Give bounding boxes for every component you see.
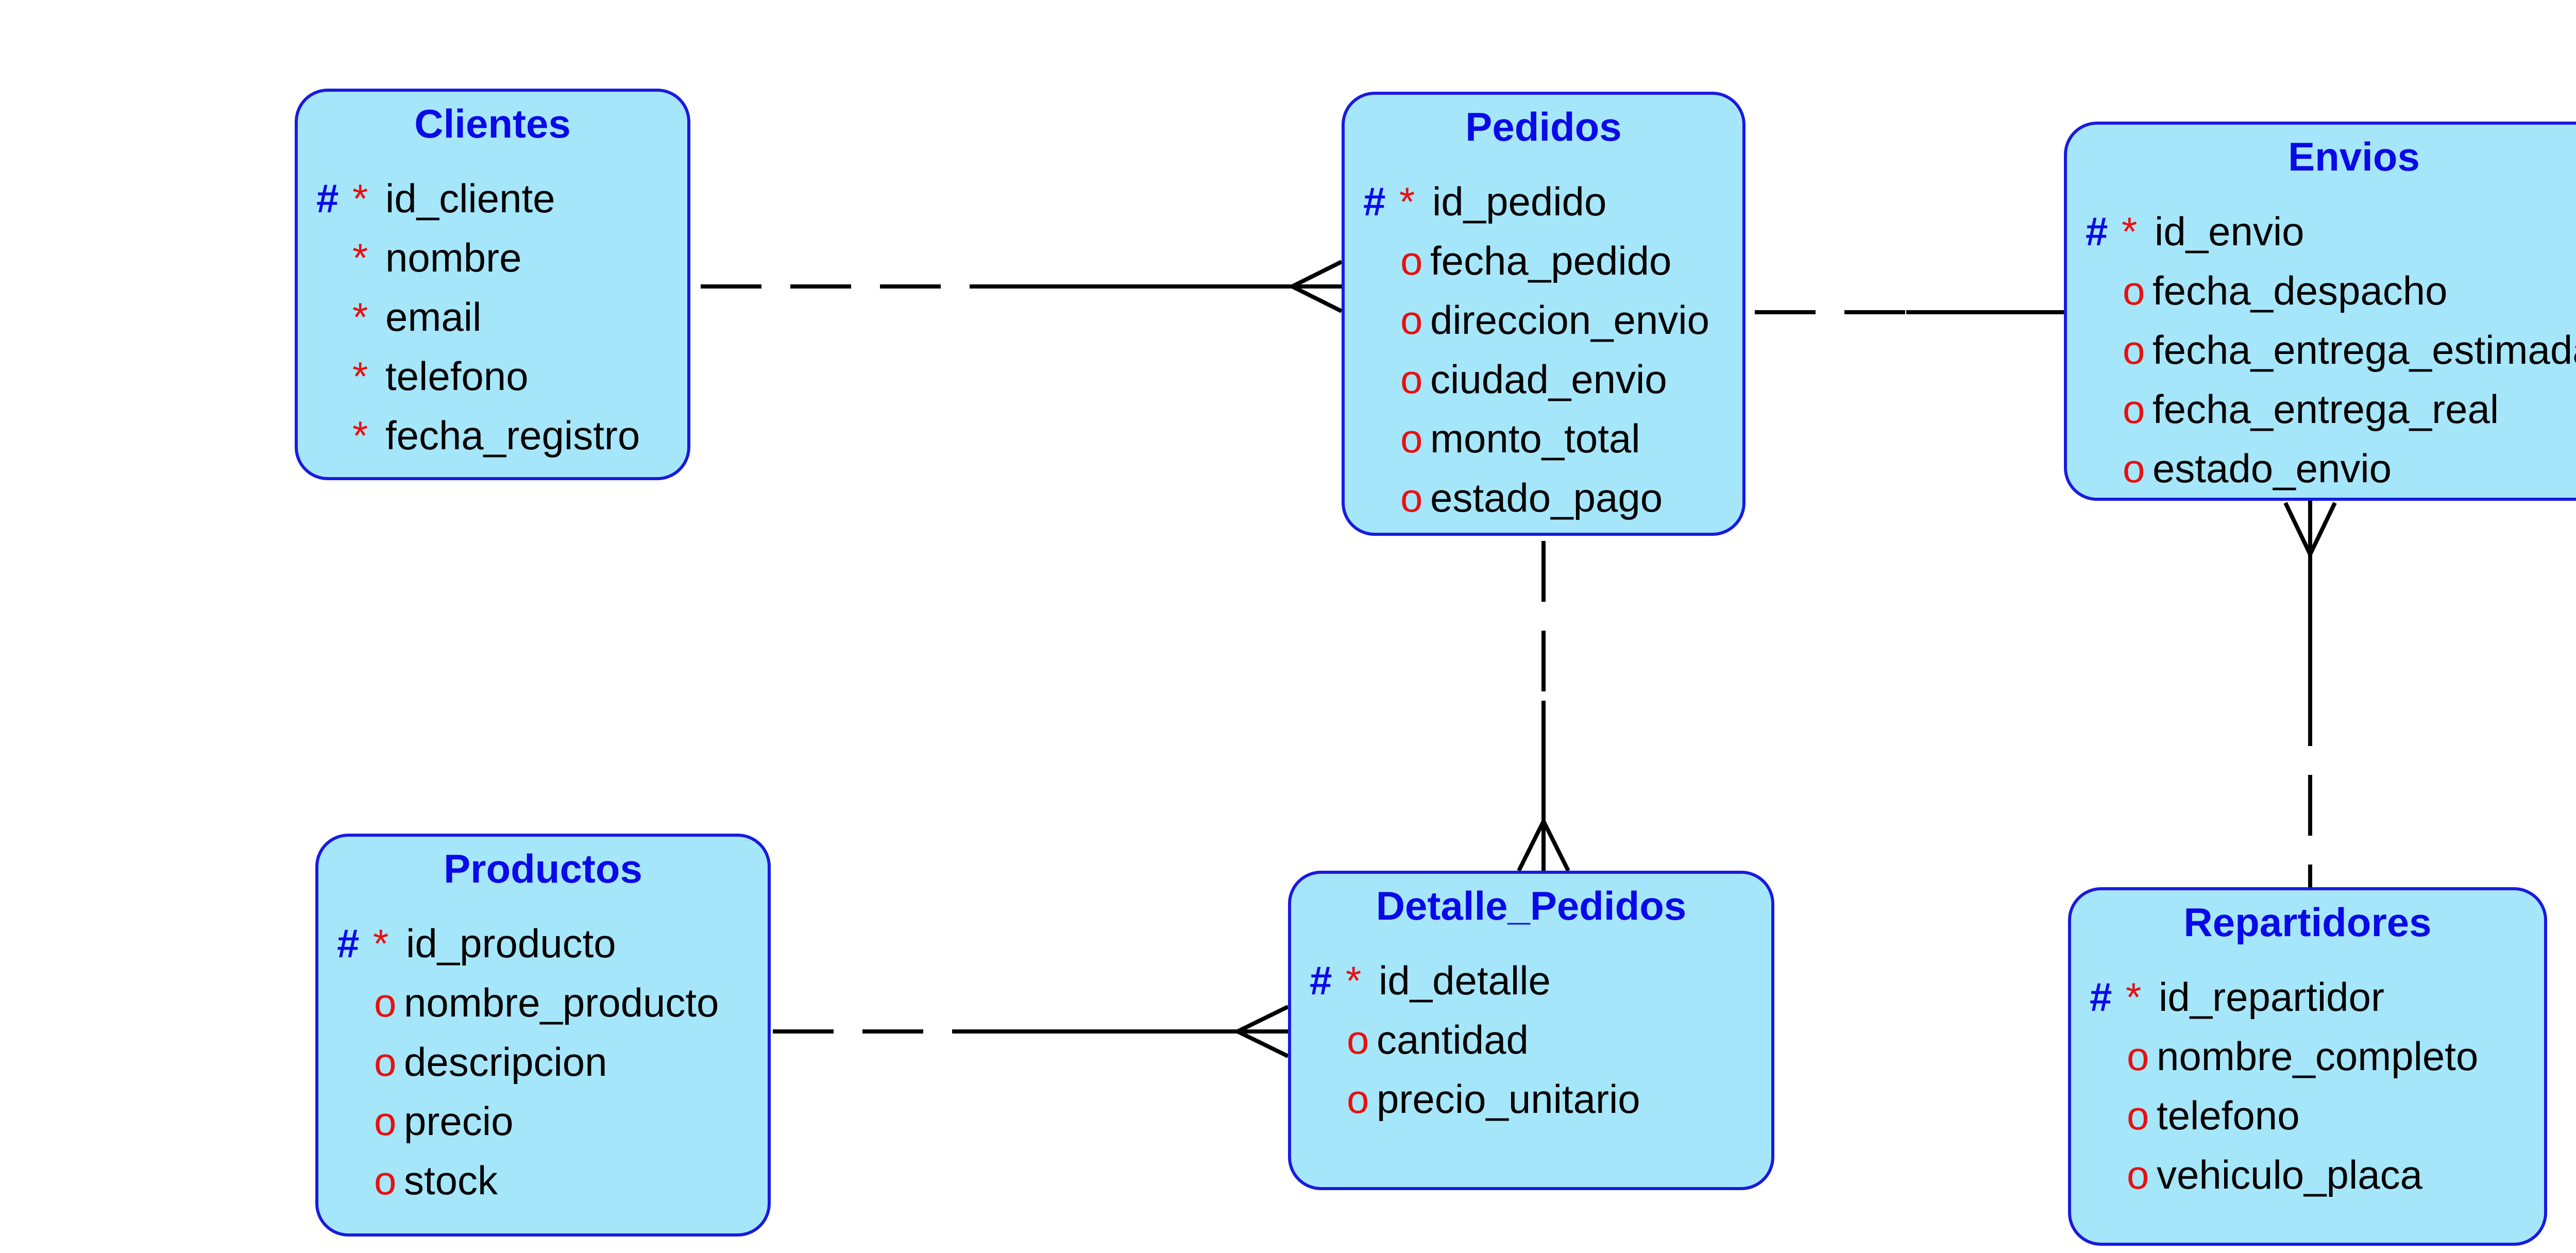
entity-title: Clientes bbox=[414, 101, 571, 146]
entity-title: Pedidos bbox=[1465, 104, 1622, 149]
relationship-envios-repartidores bbox=[2283, 500, 2337, 887]
entity-title: Productos bbox=[444, 846, 642, 891]
entity-clientes[interactable]: Clientes #*id_cliente *nombre *email *te… bbox=[295, 89, 690, 480]
entity-title: Detalle_Pedidos bbox=[1376, 883, 1687, 928]
relationship-pedidos-detalle bbox=[1517, 541, 1570, 872]
relationship-clientes-pedidos bbox=[701, 260, 1343, 313]
entity-title: Repartidores bbox=[2183, 900, 2432, 945]
entity-title: Envios bbox=[2288, 134, 2420, 179]
relationship-productos-detalle bbox=[773, 1005, 1289, 1058]
